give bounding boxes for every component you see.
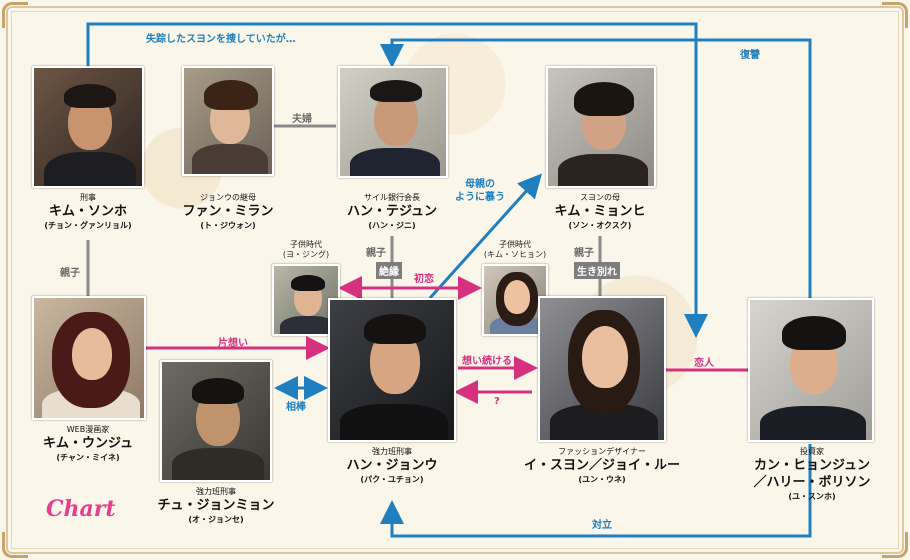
label-revenge: 復讐 — [740, 50, 760, 61]
photo-kang-hyonjun — [748, 298, 874, 442]
corner-ornament — [2, 532, 28, 558]
actor-text: (ユ・スンホ) — [788, 492, 836, 501]
label-conflict: 対立 — [592, 520, 612, 531]
caption-kim-myonhi: スヨンの母 キム・ミョンヒ (ソン・オクスク) — [554, 192, 645, 231]
tag-disowned: 絶縁 — [376, 262, 402, 279]
role-text: 投資家 — [799, 447, 824, 456]
caption-kim-sonho: 刑事 キム・ソンホ (チョン・グァンリョル) — [44, 192, 131, 231]
name-text-alias: ／ハリー・ボリソン — [753, 475, 871, 490]
label-question: ? — [494, 396, 500, 407]
label-parent-myonhi: 親子 — [574, 248, 594, 259]
caption-kang-hyonjun: 投資家 カン・ヒョンジュン ／ハリー・ボリソン (ユ・スンホ) — [753, 446, 870, 502]
actor-text: (パク・ユチョン) — [360, 475, 424, 484]
caption-fan-miran: ジョンウの継母 ファン・ミラン (ト・ジウォン) — [182, 192, 273, 231]
name-text: イ・スヨン／ジョイ・ルー — [523, 458, 681, 473]
actor-text: (ト・ジウォン) — [200, 221, 256, 230]
photo-young-jonu — [272, 264, 340, 336]
revenge-line — [380, 38, 812, 300]
photo-chu-jonmin — [160, 360, 272, 482]
photo-han-jonu — [328, 298, 456, 442]
caption-kim-unju: WEB漫画家 キム・ウンジュ (チャン・ミイネ) — [43, 424, 133, 463]
actor-text: (ハン・ジニ) — [368, 221, 416, 230]
role-text: サイル銀行会長 — [364, 193, 420, 202]
tag-separated: 生き別れ — [574, 262, 620, 279]
label-unrequited: 片想い — [218, 338, 248, 349]
role-text: 強力班刑事 — [371, 447, 412, 456]
name-text: キム・ウンジュ — [42, 436, 134, 451]
role-text: ジョンウの継母 — [199, 193, 256, 202]
actor-text: (チョン・グァンリョル) — [44, 221, 132, 230]
photo-kim-sonho — [32, 66, 144, 188]
name-text: カン・ヒョンジュン — [753, 458, 871, 473]
corner-ornament — [882, 2, 908, 28]
photo-kim-myonhi — [546, 66, 656, 188]
role-text: 刑事 — [80, 193, 96, 202]
caption-young-suyon: 子供時代 (キム・ソヒョン) — [484, 240, 546, 260]
caption-han-tejun: サイル銀行会長 ハン・テジュン (ハン・ジニ) — [347, 192, 437, 231]
label-parent-left: 親子 — [60, 268, 80, 279]
name-text: ハン・ジョンウ — [346, 458, 438, 473]
actor-text: (チャン・ミイネ) — [56, 453, 120, 462]
role-text: WEB漫画家 — [66, 425, 110, 434]
actor-text: (ソン・オクスク) — [568, 221, 632, 230]
name-text: チュ・ジョンミョン — [157, 498, 275, 513]
photo-kim-unju — [32, 296, 146, 420]
chart-logo: Chart — [46, 496, 116, 522]
actor-text: (ユン・ウネ) — [578, 475, 626, 484]
label-partner: 相棒 — [286, 402, 306, 413]
name-text: キム・ミョンヒ — [554, 204, 646, 219]
photo-han-tejun — [338, 66, 448, 178]
conflict-line — [380, 444, 812, 538]
caption-chu-jonmin: 強力班刑事 チュ・ジョンミョン (オ・ジョンセ) — [157, 486, 274, 525]
label-still-loving: 想い続ける — [462, 356, 512, 367]
photo-fan-miran — [182, 66, 274, 176]
label-parent-tejun: 親子 — [366, 248, 386, 259]
actor-text: (オ・ジョンセ) — [188, 515, 244, 524]
photo-i-suyon — [538, 296, 666, 442]
name-text: ファン・ミラン — [182, 204, 274, 219]
label-mother-like: 母親の ように慕う — [455, 179, 505, 203]
child-actor: (キム・ソヒョン) — [483, 250, 547, 259]
caption-han-jonu: 強力班刑事 ハン・ジョンウ (パク・ユチョン) — [346, 446, 437, 485]
label-lover: 恋人 — [694, 358, 714, 369]
role-text: ファッションデザイナー — [558, 447, 646, 456]
child-actor: (ヨ・ジング) — [282, 250, 330, 259]
role-text: 強力班刑事 — [195, 487, 236, 496]
name-text: キム・ソンホ — [48, 204, 127, 219]
name-text: ハン・テジュン — [346, 204, 438, 219]
role-text: スヨンの母 — [579, 193, 620, 202]
search-line — [86, 22, 708, 338]
label-couple: 夫婦 — [292, 114, 312, 125]
label-top-search: 失踪したスヨンを捜していたが… — [146, 34, 296, 45]
corner-ornament — [2, 2, 28, 28]
label-first-love: 初恋 — [414, 274, 434, 285]
corner-ornament — [882, 532, 908, 558]
child-title: 子供時代 — [499, 240, 531, 249]
caption-i-suyon: ファッションデザイナー イ・スヨン／ジョイ・ルー (ユン・ウネ) — [524, 446, 680, 485]
child-title: 子供時代 — [290, 240, 322, 249]
caption-young-jonu: 子供時代 (ヨ・ジング) — [283, 240, 329, 260]
